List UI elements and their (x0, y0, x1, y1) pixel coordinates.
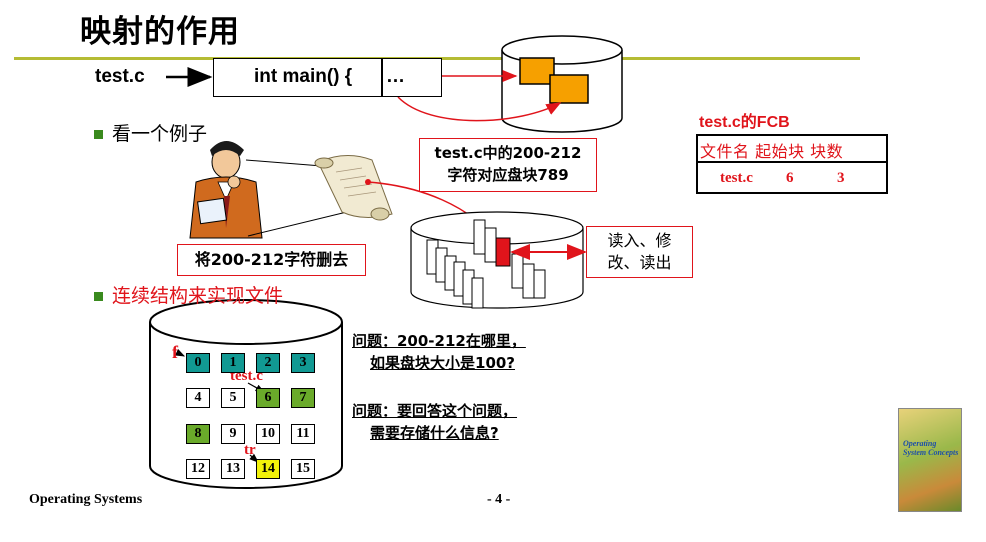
disk-block: 5 (221, 388, 245, 408)
bullet-contiguous: 连续结构来实现文件 (112, 285, 284, 307)
fcb-count-value: 3 (837, 170, 845, 186)
disk-block: 12 (186, 459, 210, 479)
rw-tag-line1: 读入、修 (607, 231, 672, 250)
disk-block: 15 (291, 459, 315, 479)
person-illustration (189, 141, 263, 239)
rw-tag-line2: 改、读出 (607, 253, 672, 272)
top-disk-icon (501, 35, 623, 133)
bullet-marker (94, 130, 103, 139)
rw-tag-box (586, 226, 693, 278)
slide-title: 映射的作用 (80, 14, 240, 50)
file-name-label: test.c (95, 66, 145, 87)
disk-block-orange-1 (519, 57, 555, 85)
disk-block: 1 (221, 353, 245, 373)
book-cover-title: Operating System Concepts (903, 439, 959, 457)
question1-line2: 如果盘块大小是100? (370, 354, 516, 372)
disk-block: 11 (291, 424, 315, 444)
footer-page-number: - 4 - (487, 492, 511, 507)
delete-tag-box (177, 244, 366, 276)
question1-line1: 问题：200-212在哪里， (352, 332, 526, 350)
code-text: int main() { (254, 66, 353, 87)
fcb-table (696, 134, 888, 194)
middle-disk-icon (410, 211, 584, 309)
disk-block: 7 (291, 388, 315, 408)
fcb-headers: 文件名 起始块 块数 (700, 142, 844, 161)
disk-block: 0 (186, 353, 210, 373)
disk-block: 8 (186, 424, 210, 444)
bullet-example: 看一个例子 (112, 123, 208, 145)
disk-block: 9 (221, 424, 245, 444)
disk-block-orange-2 (549, 74, 589, 104)
mapping-tag-line1: test.c中的200-212 (434, 144, 582, 162)
codebox-curve (397, 96, 562, 122)
f-pointer-arrow (174, 349, 186, 357)
bullet-marker (94, 292, 103, 301)
fcb-title: test.c的FCB (699, 114, 790, 131)
mapping-tag-line2: 字符对应盘块789 (447, 166, 569, 184)
scroll-illustration (314, 155, 393, 221)
fcb-name-value: test.c (720, 170, 753, 186)
question2-line1: 问题：要回答这个问题， (352, 402, 518, 420)
disk-block: 4 (186, 388, 210, 408)
disk-block: 2 (256, 353, 280, 373)
disk-label-f: f (172, 342, 178, 362)
disk-block: 3 (291, 353, 315, 373)
fcb-start-value: 6 (786, 170, 794, 186)
disk-block: 10 (256, 424, 280, 444)
delete-tag-text: 将200-212字符删去 (194, 250, 349, 269)
mapping-tag-box (419, 138, 597, 192)
disk-block: 14 (256, 459, 280, 479)
target-block-red (495, 237, 511, 267)
fcb-row-divider (696, 161, 888, 163)
disk-block: 13 (221, 459, 245, 479)
question2-line2: 需要存储什么信息? (370, 424, 499, 442)
footer-course: Operating Systems (29, 492, 143, 507)
code-box (213, 58, 442, 97)
code-ellipsis: … (386, 66, 405, 87)
code-divider (381, 58, 383, 97)
book-cover-logo: Operating System Concepts (898, 408, 962, 512)
disk-block: 6 (256, 388, 280, 408)
disk-label-tr: tr (244, 442, 256, 458)
